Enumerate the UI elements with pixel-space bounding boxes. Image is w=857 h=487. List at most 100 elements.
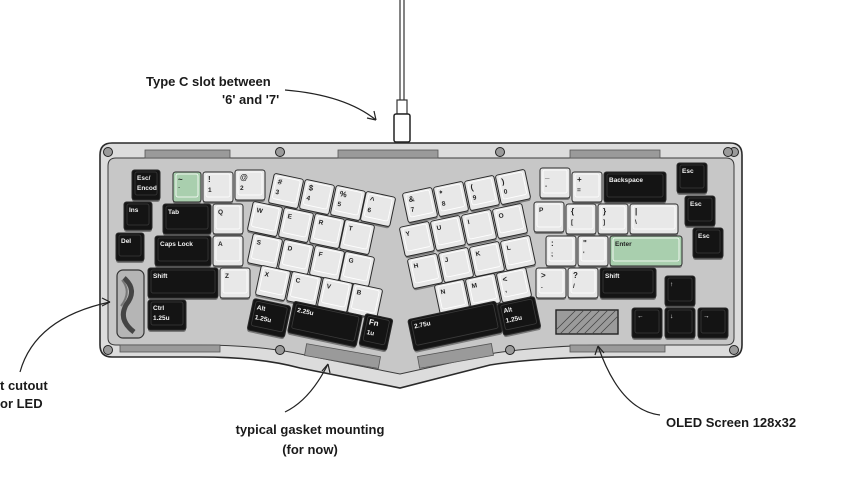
key-b[interactable]: B [347,283,383,321]
key-n[interactable]: N [434,279,470,317]
key-esc3[interactable]: Esc [692,227,724,260]
keycap [697,307,729,339]
key-tilde[interactable]: ~` [172,171,202,204]
key-s[interactable]: S [247,233,283,271]
key-esc2[interactable]: Esc [684,195,716,228]
key-plus[interactable]: += [571,171,603,204]
keycap-top [343,221,372,250]
key-v[interactable]: V [317,277,353,315]
keycap-top [570,269,596,294]
key-rshift[interactable]: Shift [599,267,657,300]
key-k6[interactable]: ^6 [360,191,396,229]
key-p[interactable]: P [533,201,565,234]
key-esc-encod[interactable]: Esc/Encod [131,169,161,202]
key-r[interactable]: R [309,213,345,251]
key-k7[interactable]: &7 [402,187,438,225]
keycap [597,203,629,235]
key-z[interactable]: Z [219,267,251,300]
key-k1[interactable]: !1 [202,171,234,204]
key-g[interactable]: G [339,251,375,289]
key-k8[interactable]: *8 [433,181,469,219]
keycap-top [150,301,184,326]
key-legend: 1.25u [153,315,170,322]
key-period[interactable]: >. [535,267,567,300]
key-q[interactable]: Q [212,203,244,236]
key-slash[interactable]: ?/ [567,267,599,300]
key-t[interactable]: T [339,219,375,257]
gasket-strips [119,149,666,369]
key-right[interactable]: → [697,307,729,340]
key-up[interactable]: ↑ [664,275,696,308]
key-rspace[interactable]: 2.75u [407,300,503,353]
key-legend: 2 [240,185,244,192]
key-del[interactable]: Del [115,232,145,263]
key-bksp[interactable]: Backspace [603,171,667,204]
key-caps[interactable]: Caps Lock [154,235,212,268]
key-a[interactable]: A [212,235,244,268]
gasket-annotation-line2: (for now) [282,442,338,457]
key-u[interactable]: U [430,215,466,253]
key-enter[interactable]: Enter [609,235,683,268]
key-i[interactable]: I [461,209,497,247]
key-legend: 4 [306,195,311,203]
key-w[interactable]: W [247,201,283,239]
key-j[interactable]: J [438,247,474,285]
keycap [571,171,603,203]
gasket-annotation-line1: typical gasket mounting [235,422,385,437]
keycap-top [215,237,241,262]
keycap-top [600,205,626,230]
keycap-top [464,211,493,240]
key-ins[interactable]: Ins [123,201,153,232]
key-e[interactable]: E [278,207,314,245]
key-minus[interactable]: _- [539,167,571,200]
keycap [212,235,244,267]
key-k2[interactable]: @2 [234,169,266,202]
key-o[interactable]: O [492,203,528,241]
key-k3[interactable]: #3 [268,173,304,211]
key-esc1[interactable]: Esc [676,162,708,195]
keycap-top [251,235,280,264]
key-down[interactable]: ↓ [664,307,696,340]
key-lshift[interactable]: Shift [147,267,219,300]
key-legend: Alt [503,306,514,315]
key-k0[interactable]: )0 [495,169,531,207]
key-h[interactable]: H [407,253,443,291]
keycap-top [580,237,606,262]
key-legend: 9 [472,194,477,202]
key-comma[interactable]: <, [496,267,532,305]
key-k9[interactable]: (9 [464,175,500,213]
key-bslash[interactable]: |\ [629,203,679,236]
key-legend: Esc/ [137,175,151,182]
key-legend: M [471,282,478,290]
key-k4[interactable]: $4 [299,179,335,217]
key-k[interactable]: K [469,241,505,279]
key-x[interactable]: X [255,265,291,303]
key-d[interactable]: D [278,239,314,277]
key-quote[interactable]: "' [577,235,609,268]
keycap-top [467,177,496,206]
key-cc[interactable]: C [286,271,322,309]
key-l[interactable]: L [500,235,536,273]
key-legend: > [541,271,546,280]
key-tab[interactable]: Tab [162,203,212,236]
key-lbrace[interactable]: {[ [565,203,597,236]
keycap-top [472,243,501,272]
key-y[interactable]: Y [399,221,435,259]
key-legend: : [551,239,554,248]
cutout-annotation-line1: t cutout [0,378,48,393]
annotation-leaders [19,89,661,416]
keycap-top [175,173,199,198]
keycap-top [433,217,462,246]
keycap [131,169,161,201]
key-k5[interactable]: %5 [330,185,366,223]
oled-annotation: OLED Screen 128x32 [666,415,797,430]
key-left[interactable]: ← [631,307,663,340]
key-lspace[interactable]: 2.25u [287,301,363,349]
key-rbrace[interactable]: }] [597,203,629,236]
key-colon[interactable]: :; [545,235,577,268]
key-legend: Esc [690,201,702,208]
